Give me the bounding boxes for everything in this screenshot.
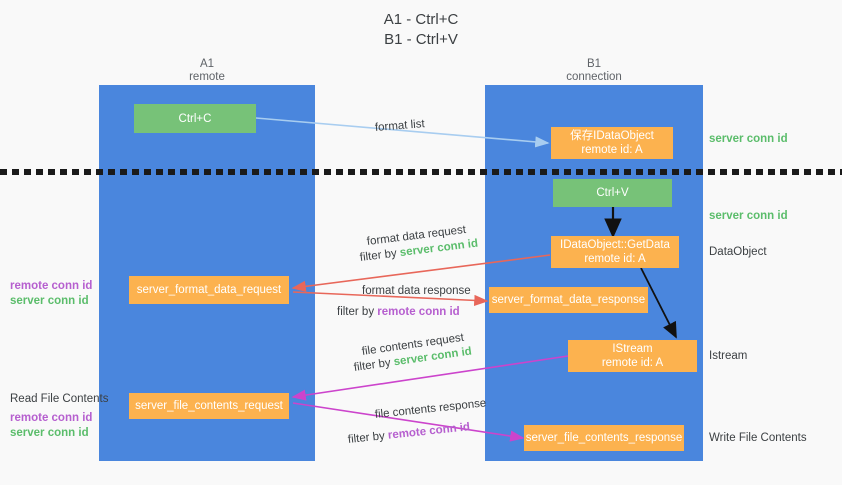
column-header-a1: A1 remote: [99, 58, 315, 84]
column-a1-sub: remote: [189, 71, 225, 83]
right-label-server-conn-id-top: server conn id: [709, 133, 788, 145]
title-line-1: A1 - Ctrl+C: [383, 11, 459, 28]
filter-key-remote-conn-id-1: remote conn id: [377, 306, 460, 318]
node-istream-line2: remote id: A: [601, 357, 664, 369]
node-server-format-data-request[interactable]: server_format_data_request: [129, 276, 289, 304]
edge-label-file-contents-response: file contents response: [374, 397, 487, 421]
phase-divider: [0, 169, 842, 175]
right-label-write-file-contents: Write File Contents: [709, 432, 807, 444]
edge-label-file-contents-response-filter: filter by remote conn id: [347, 420, 471, 448]
node-ctrl-c[interactable]: Ctrl+C: [134, 104, 256, 133]
node-ctrl-v[interactable]: Ctrl+V: [553, 179, 672, 207]
node-idataobject-getdata[interactable]: IDataObject::GetData remote id: A: [551, 236, 679, 268]
left-label-remote-conn-id-1: remote conn id: [10, 280, 93, 292]
node-server-format-data-request-label: server_format_data_request: [136, 284, 282, 296]
node-idataobject[interactable]: 保存IDataObject remote id: A: [551, 127, 673, 159]
node-server-format-data-response[interactable]: server_format_data_response: [489, 287, 648, 313]
right-label-server-conn-id-mid: server conn id: [709, 210, 788, 222]
edge-label-format-list: format list: [374, 118, 426, 134]
node-idataobject-line2: remote id: A: [581, 144, 643, 156]
node-istream[interactable]: IStream remote id: A: [568, 340, 697, 372]
right-label-istream: Istream: [709, 350, 748, 362]
node-getdata-line1: IDataObject::GetData: [560, 239, 670, 251]
left-label-read-file-contents: Read File Contents: [10, 393, 109, 405]
edge-label-format-data-response-filter: filter by remote conn id: [337, 305, 460, 320]
edge-label-format-data-response: format data response: [362, 285, 471, 297]
left-label-remote-conn-id-2: remote conn id: [10, 412, 93, 424]
filter-prefix-3: filter by: [353, 356, 395, 374]
column-b1-sub: connection: [566, 71, 622, 83]
left-label-server-conn-id-1: server conn id: [10, 295, 89, 307]
left-label-server-conn-id-2: server conn id: [10, 427, 89, 439]
column-header-b1: B1 connection: [485, 58, 703, 84]
filter-key-remote-conn-id-2: remote conn id: [387, 421, 471, 442]
filter-prefix-4: filter by: [347, 429, 389, 446]
node-ctrl-v-label: Ctrl+V: [596, 187, 629, 199]
node-getdata-line2: remote id: A: [584, 253, 646, 265]
node-istream-line1: IStream: [612, 343, 653, 355]
filter-prefix-1: filter by: [359, 247, 401, 264]
node-server-file-contents-request[interactable]: server_file_contents_request: [129, 393, 289, 419]
filter-prefix-2: filter by: [337, 306, 378, 318]
node-server-file-contents-response[interactable]: server_file_contents_response: [524, 425, 684, 451]
node-server-file-contents-request-label: server_file_contents_request: [135, 400, 283, 412]
node-server-format-data-response-label: server_format_data_response: [491, 294, 646, 306]
node-ctrl-c-label: Ctrl+C: [178, 112, 212, 125]
node-idataobject-line1: 保存IDataObject: [570, 130, 654, 142]
node-server-file-contents-response-label: server_file_contents_response: [525, 432, 683, 444]
right-label-dataobject: DataObject: [709, 246, 767, 258]
page-title: A1 - Ctrl+C B1 - Ctrl+V: [0, 10, 842, 50]
column-b1-name: B1: [586, 58, 602, 70]
title-line-2: B1 - Ctrl+V: [384, 31, 458, 48]
column-a1-name: A1: [199, 58, 215, 70]
